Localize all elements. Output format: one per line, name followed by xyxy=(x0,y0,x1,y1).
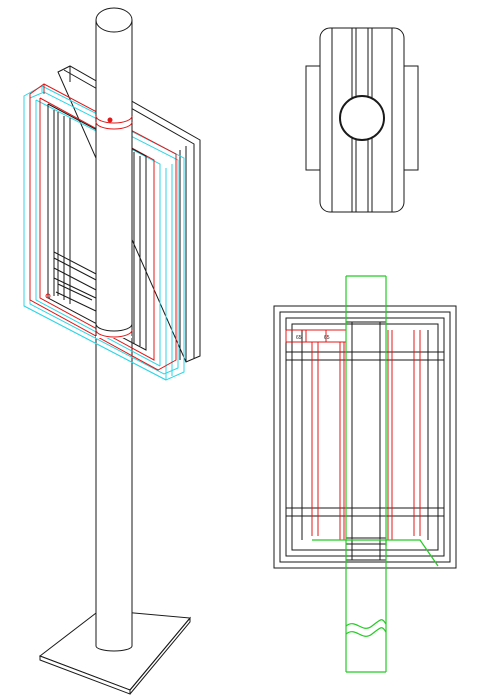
front-view-red-parts xyxy=(285,329,421,540)
dimension-label-left: 65 xyxy=(296,335,302,341)
pole-clamp-top xyxy=(95,115,133,130)
pole-upper xyxy=(95,7,133,338)
pole-clamp-bottom xyxy=(45,293,133,338)
top-view xyxy=(305,27,419,213)
top-view-pole xyxy=(339,95,385,141)
front-view-frame xyxy=(273,305,457,569)
pole-guide xyxy=(312,275,439,673)
front-view: 65 65 xyxy=(273,275,457,673)
pole-lower xyxy=(95,336,133,652)
dimension-label-right: 65 xyxy=(324,335,330,341)
isometric-view xyxy=(23,7,201,695)
